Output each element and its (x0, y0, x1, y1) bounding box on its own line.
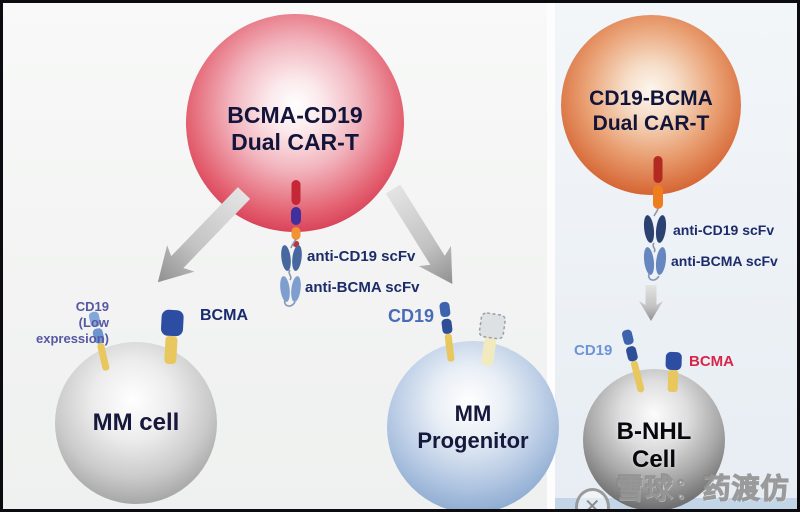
bcma-cd19-label-line2: Dual CAR-T (231, 129, 359, 155)
mm-progenitor-label-line2: Progenitor (417, 428, 529, 453)
anti-bcma-scfv-label-left: anti-BCMA scFv (305, 279, 420, 296)
cd19-low-line3: expression) (36, 331, 109, 346)
bnhl-label-line2: Cell (631, 446, 676, 473)
cd19-low-line2: (Low (78, 315, 109, 330)
cd19-label-bnhl: CD19 (574, 342, 613, 359)
anti-bcma-scfv-label-right: anti-BCMA scFv (671, 253, 778, 269)
watermark-text: 雪球：药渡仿制 (615, 472, 790, 504)
cd19-bcma-label-line1: CD19-BCMA (589, 87, 713, 110)
cd19-bcma-dual-cart-cell: CD19-BCMA Dual CAR-T (561, 15, 741, 195)
bnhl-label-line1: B-NHL (616, 418, 692, 445)
mm-progenitor-cell: MM Progenitor (387, 341, 559, 509)
watermark: ✕ 雪球：药渡仿制 (575, 467, 797, 512)
mm-cell: MM cell (55, 342, 217, 504)
anti-cd19-scfv-label-right: anti-CD19 scFv (673, 222, 775, 238)
bcma-label-mm-cell: BCMA (200, 307, 248, 324)
bcma-cd19-label-line1: BCMA-CD19 (227, 102, 363, 128)
logo-glyph: ✕ (583, 496, 601, 512)
xueqiu-snowball-logo-icon: ✕ (575, 488, 610, 512)
bcma-label-bnhl: BCMA (689, 353, 734, 370)
cd19-bcma-label-line2: Dual CAR-T (592, 112, 710, 135)
cd19-low-expression-label: CD19 (Low expression) (19, 299, 109, 347)
cd19-low-line1: CD19 (75, 299, 109, 314)
mm-cell-label: MM cell (92, 409, 180, 436)
panel-divider (547, 3, 555, 509)
mm-progenitor-label-line1: MM (454, 401, 492, 426)
cd19-label-mm-progenitor: CD19 (388, 306, 435, 326)
b-nhl-cell: B-NHL Cell (583, 369, 725, 509)
anti-cd19-scfv-label-left: anti-CD19 scFv (307, 248, 416, 265)
bcma-cd19-dual-cart-cell: BCMA-CD19 Dual CAR-T (186, 14, 404, 232)
